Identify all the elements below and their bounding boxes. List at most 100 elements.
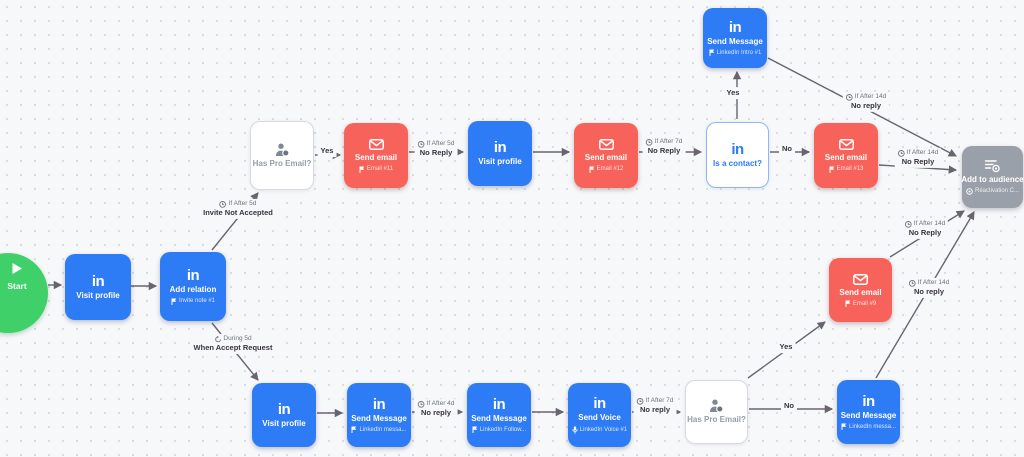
linkedin-icon: in <box>372 395 386 413</box>
linkedin-icon: in <box>492 395 506 413</box>
node-title: Start <box>7 281 27 291</box>
node-subtitle-text: Email #11 <box>366 166 394 173</box>
envelope-icon <box>598 138 614 151</box>
edge-label-condition: If After 14d <box>917 278 950 286</box>
flag-icon <box>351 426 357 434</box>
clock-icon <box>845 93 853 101</box>
edge-label-text: No <box>784 401 794 411</box>
edge-label: Yes <box>723 87 743 99</box>
node-title: Send email <box>584 153 628 163</box>
node-title: Send Message <box>707 36 763 46</box>
clock-icon <box>417 140 425 148</box>
play-icon <box>11 262 23 275</box>
envelope-icon <box>838 138 854 151</box>
node-subtitle: Email #13 <box>829 166 864 173</box>
edge-label-text: No reply <box>420 408 452 418</box>
flag-icon <box>829 166 835 173</box>
node-title: Send Message <box>351 413 407 423</box>
node-subtitle: LinkedIn messa... <box>841 423 897 431</box>
edge-label-text: Yes <box>779 342 793 352</box>
person-icon <box>709 399 724 413</box>
linkedin-icon: in <box>186 267 200 285</box>
node-subtitle-text: Email #13 <box>836 166 864 173</box>
flag-icon <box>171 298 177 305</box>
node-subtitle: LinkedIn Voice #1 <box>572 426 627 434</box>
node-subtitle: Email #11 <box>359 166 393 173</box>
edge-label-text: No reply <box>850 101 881 111</box>
node-title: Add to audience <box>961 175 1024 185</box>
linkedin-icon: in <box>731 140 744 158</box>
linkedin-icon: in <box>862 392 875 410</box>
clock-icon <box>636 397 644 405</box>
linkedin-icon: in <box>91 272 105 290</box>
node-title: Add relation <box>169 285 217 295</box>
has-pro-email-top-node[interactable]: Has Pro Email? <box>250 121 314 190</box>
node-subtitle-text: LinkedIn messa... <box>848 423 897 430</box>
node-subtitle: Invite note #1 <box>171 298 215 305</box>
edge-label-condition: If After 7d <box>654 137 683 145</box>
node-title: Send email <box>824 153 868 163</box>
edge-label-condition: If After 5d <box>228 199 257 207</box>
node-subtitle-text: LinkedIn Follow... <box>479 426 527 433</box>
edge-label-text: No <box>782 144 792 154</box>
edge-label-text: No Reply <box>647 146 681 156</box>
node-title: Visit profile <box>478 157 522 167</box>
envelope-icon <box>853 273 868 286</box>
refresh-icon <box>214 335 221 343</box>
node-subtitle-text: LinkedIn messa... <box>359 426 407 433</box>
clock-icon <box>904 220 912 228</box>
edge-label-condition: If After 14d <box>913 219 946 227</box>
linkedin-icon: in <box>493 139 507 157</box>
has-pro-email-bottom-node[interactable]: Has Pro Email? <box>685 380 748 444</box>
edge-label-text: Yes <box>726 88 740 98</box>
node-title: Visit profile <box>76 290 120 300</box>
node-subtitle: Email #9 <box>845 300 877 308</box>
linkedin-icon: in <box>593 395 606 413</box>
edge-label: Yes <box>776 341 796 353</box>
person-icon <box>275 143 290 157</box>
linkedin-icon: in <box>277 400 291 418</box>
flag-icon <box>709 49 715 57</box>
edge-label-text: Invite Not Accepted <box>203 208 273 218</box>
node-subtitle-text: Réactivation C... <box>974 188 1020 195</box>
mic-icon <box>572 426 578 434</box>
clock-icon <box>897 149 905 157</box>
edge-label-text: No Reply <box>419 148 453 158</box>
flag-icon <box>845 300 851 308</box>
audience-icon <box>984 159 1001 173</box>
node-subtitle: LinkedIn messa... <box>351 426 407 434</box>
node-subtitle: Réactivation C... <box>966 188 1019 195</box>
edge-label: No <box>781 400 797 412</box>
edge-label-condition: If After 5d <box>426 139 455 147</box>
node-subtitle-text: Invite note #1 <box>178 298 216 305</box>
flag-icon <box>359 166 365 173</box>
node-title: Has Pro Email? <box>687 415 746 425</box>
node-subtitle-text: LinkedIn Intro #1 <box>716 49 762 56</box>
flag-icon <box>472 426 478 434</box>
node-subtitle-text: Email #9 <box>852 300 877 307</box>
clock-icon <box>417 400 425 408</box>
node-subtitle: Email #12 <box>589 166 623 173</box>
